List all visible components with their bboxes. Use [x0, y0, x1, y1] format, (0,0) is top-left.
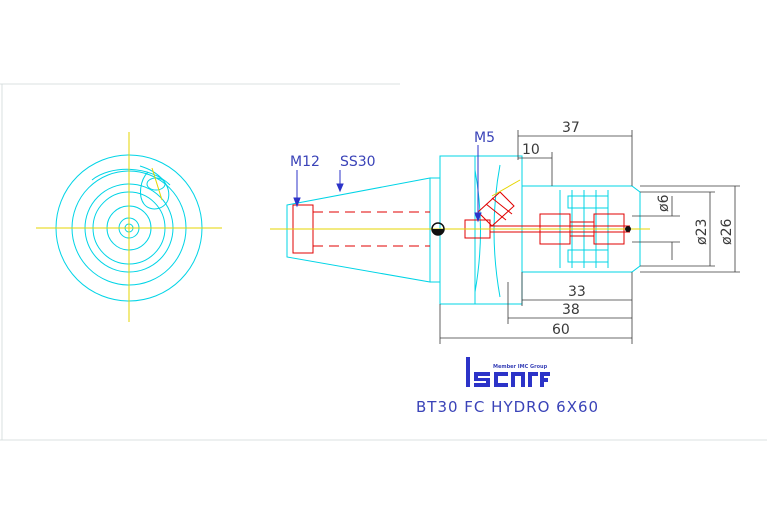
callouts: [293, 145, 482, 223]
dim-dia-6: ø6: [656, 194, 672, 212]
thread-m5-label: M5: [474, 130, 495, 146]
side-view: [270, 155, 650, 305]
dim-60: 60: [552, 322, 570, 338]
logo-member-text: Member IMC Group: [493, 364, 548, 370]
iscar-logo-icon: [466, 357, 550, 387]
dim-33: 33: [568, 284, 586, 300]
thread-m12-label: M12: [290, 154, 320, 170]
dim-dia-23: ø23: [694, 219, 710, 245]
front-view: [36, 132, 222, 322]
drawing-title: BT30 FC HYDRO 6X60: [416, 398, 599, 416]
dimension-lines: [439, 130, 740, 344]
dim-37: 37: [562, 120, 580, 136]
dim-dia-26: ø26: [719, 219, 735, 245]
dim-10: 10: [522, 142, 540, 158]
taper-label: SS30: [340, 154, 376, 170]
dim-38: 38: [562, 302, 580, 318]
drawing-frame: [0, 83, 767, 441]
